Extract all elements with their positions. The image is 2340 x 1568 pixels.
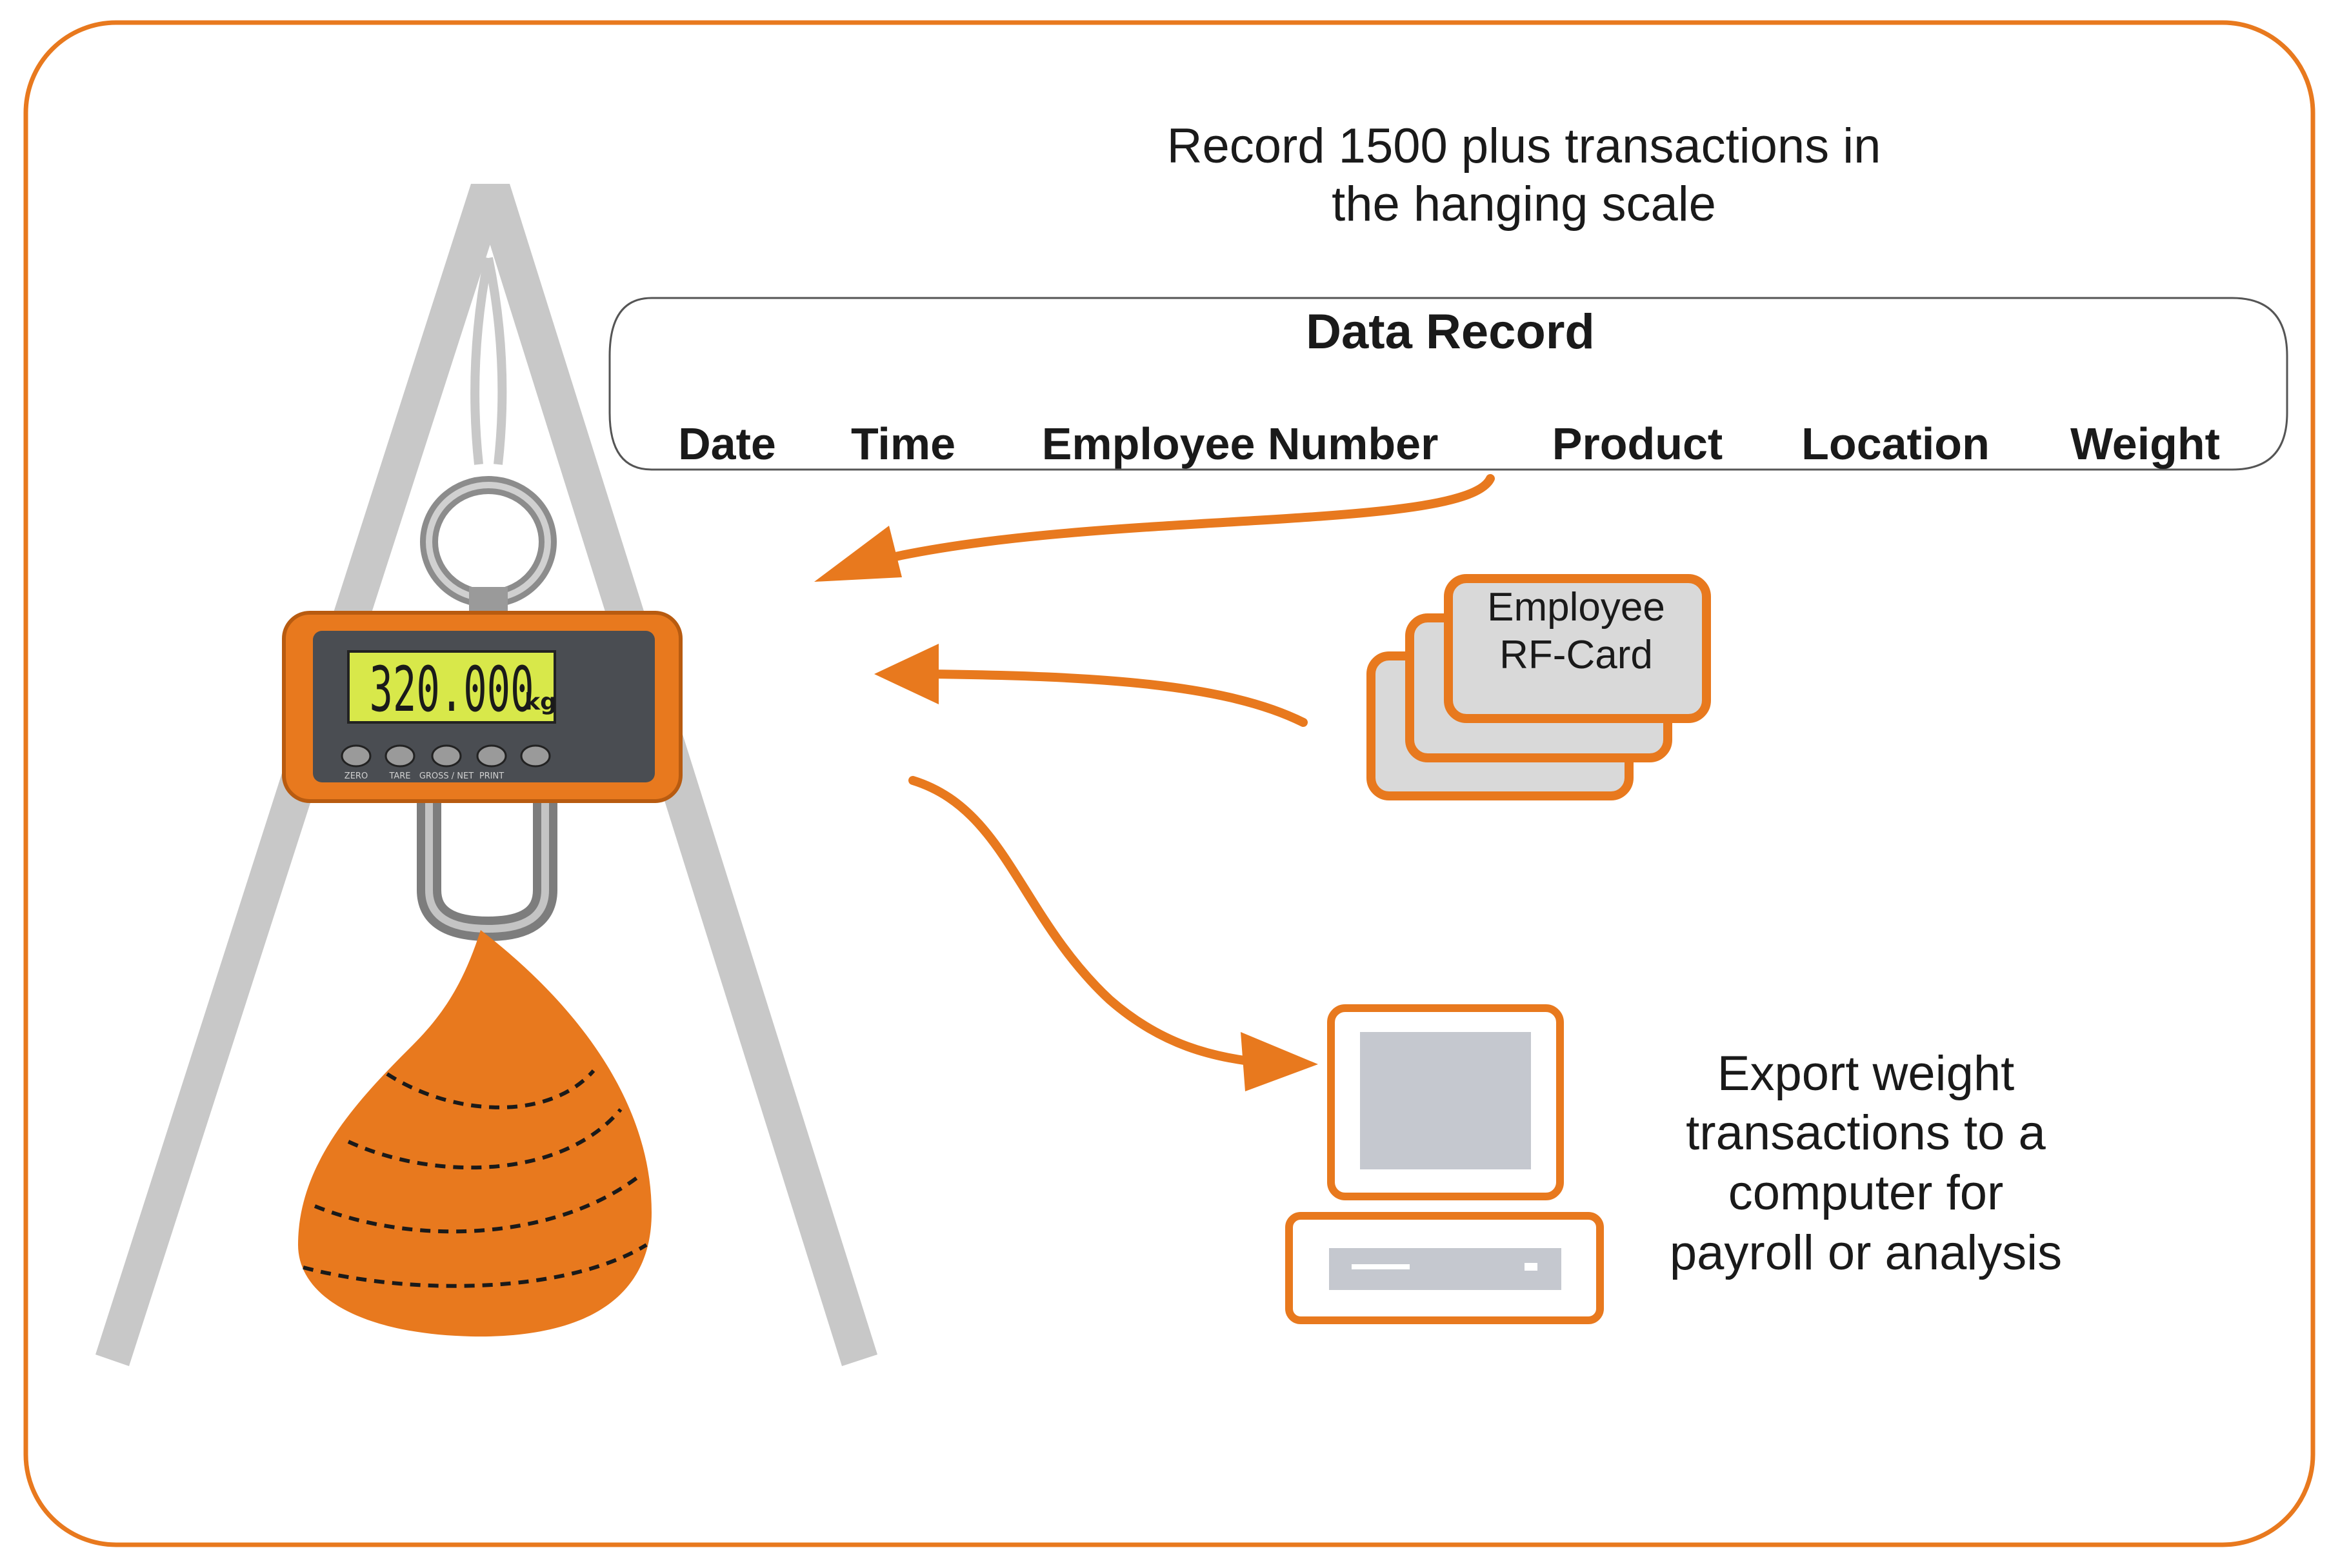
field-product: Product: [1552, 419, 1723, 469]
rf-card-label-line1: Employee: [1487, 585, 1665, 630]
headline-line1: Record 1500 plus transactions in: [1167, 119, 1881, 174]
field-location: Location: [1801, 419, 1990, 469]
export-line2: transactions to a: [1686, 1106, 2046, 1160]
field-weight: Weight: [2070, 419, 2220, 469]
gross-net-label: GROSS / NET: [419, 771, 474, 781]
arrow-card-to-scale: [874, 644, 1308, 727]
arrow-scale-to-computer: [908, 776, 1318, 1091]
field-employee-number: Employee Number: [1042, 419, 1439, 469]
drive-slot: [1352, 1264, 1410, 1269]
zero-button: [341, 744, 372, 768]
export-line3: computer for: [1728, 1166, 2004, 1220]
power-light: [1525, 1263, 1537, 1271]
lcd-value: 320.000: [370, 653, 534, 726]
data-record-box: Data Record Date Time Employee Number Pr…: [608, 297, 2288, 471]
lcd-unit: kg: [525, 689, 557, 715]
gross-net-button: [431, 744, 462, 768]
headline-line2: the hanging scale: [1332, 177, 1716, 232]
tare-button: [385, 744, 415, 768]
lcd-display: [347, 650, 556, 724]
data-record-title: Data Record: [1306, 304, 1595, 359]
field-date: Date: [678, 419, 776, 469]
computer-screen: [1360, 1032, 1531, 1169]
load-sack: [298, 930, 652, 1337]
tare-label: TARE: [388, 771, 410, 781]
field-time: Time: [851, 419, 955, 469]
zero-label: ZERO: [345, 771, 368, 781]
hanging-scale: 320.000 kg ZERO TARE GROSS / NET PRINT: [282, 476, 683, 942]
export-line4: payroll or analysis: [1670, 1226, 2062, 1280]
data-record-outline: [608, 297, 2288, 471]
extra-button: [520, 744, 551, 768]
print-button: [476, 744, 507, 768]
rf-card-front: [1444, 574, 1711, 723]
rf-card-stack: Employee RF-Card: [1366, 574, 1711, 800]
arrow-record-to-scale: [814, 474, 1495, 582]
computer-icon: [1285, 1004, 1604, 1324]
export-line1: Export weight: [1717, 1046, 2014, 1101]
rf-card-label-line2: RF-Card: [1499, 633, 1653, 677]
print-label: PRINT: [479, 771, 504, 781]
